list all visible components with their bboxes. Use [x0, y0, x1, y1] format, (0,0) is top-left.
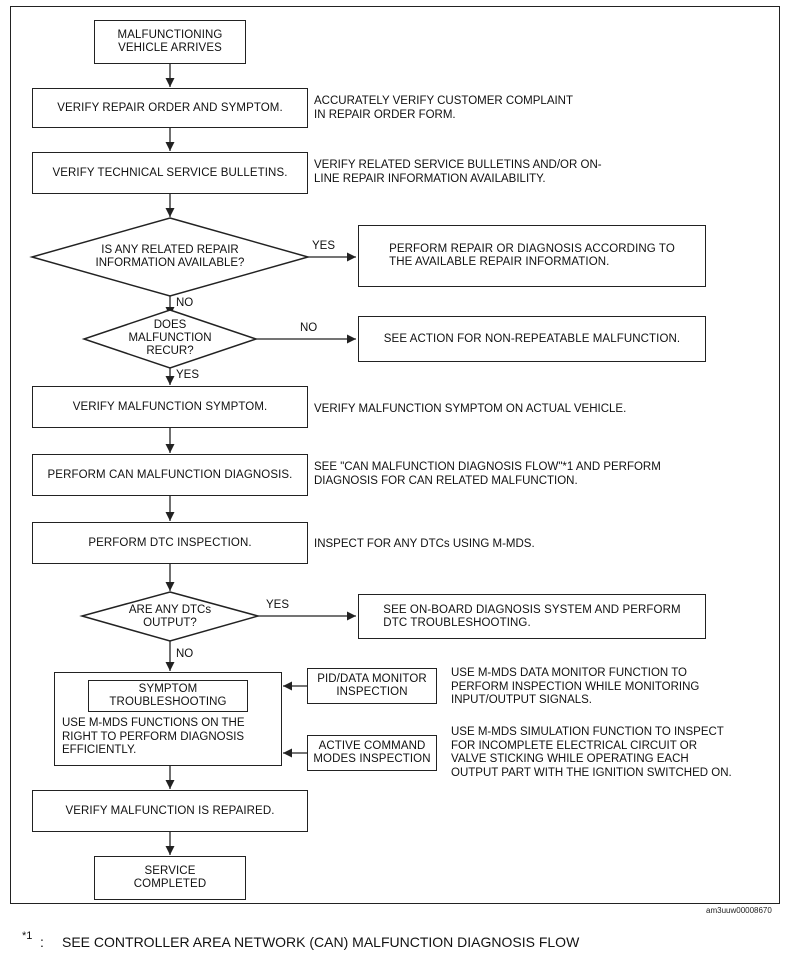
end-box: SERVICE COMPLETED: [94, 856, 246, 900]
footnote-mark: *1: [22, 930, 33, 942]
non-repeatable-label: SEE ACTION FOR NON-REPEATABLE MALFUNCTIO…: [383, 332, 681, 345]
decision-info-label: IS ANY RELATED REPAIR INFORMATION AVAILA…: [95, 244, 245, 269]
decision-dtc-yes-label: YES: [266, 599, 290, 611]
perform-repair-box: PERFORM REPAIR OR DIAGNOSIS ACCORDING TO…: [358, 225, 706, 287]
decision-dtc-no-label: NO: [176, 648, 194, 660]
verify-symptom-note: VERIFY MALFUNCTION SYMPTOM ON ACTUAL VEH…: [314, 403, 627, 415]
verify-tsb-box: VERIFY TECHNICAL SERVICE BULLETINS.: [32, 152, 308, 194]
dtc-inspection-note: INSPECT FOR ANY DTCs USING M-MDS.: [314, 538, 535, 550]
symptom-troubleshooting-box: SYMPTOM TROUBLESHOOTING: [88, 680, 248, 712]
decision-recur-no-label: NO: [300, 322, 318, 334]
footnote-text: SEE CONTROLLER AREA NETWORK (CAN) MALFUN…: [62, 934, 580, 950]
verify-tsb-note: VERIFY RELATED SERVICE BULLETINS AND/OR …: [314, 159, 602, 185]
diagram-frame: [10, 6, 780, 904]
verify-repaired-box: VERIFY MALFUNCTION IS REPAIRED.: [32, 790, 308, 832]
decision-recur-yes-label: YES: [176, 369, 200, 381]
symptom-troubleshooting-label: SYMPTOM TROUBLESHOOTING: [109, 683, 227, 708]
decision-recur-diamond: [81, 309, 259, 369]
dtc-inspection-box: PERFORM DTC INSPECTION.: [32, 522, 308, 564]
can-diag-note: SEE "CAN MALFUNCTION DIAGNOSIS FLOW"*1 A…: [314, 461, 661, 487]
start-label: MALFUNCTIONING VEHICLE ARRIVES: [117, 29, 223, 54]
pid-inspection-label: PID/DATA MONITOR INSPECTION: [317, 673, 427, 698]
non-repeatable-box: SEE ACTION FOR NON-REPEATABLE MALFUNCTIO…: [358, 316, 706, 362]
verify-repaired-label: VERIFY MALFUNCTION IS REPAIRED.: [65, 804, 275, 817]
footnote-colon: :: [40, 934, 44, 950]
verify-symptom-label: VERIFY MALFUNCTION SYMPTOM.: [72, 400, 268, 413]
image-code: am3uuw00008670: [706, 906, 772, 915]
onboard-label: SEE ON-BOARD DIAGNOSIS SYSTEM AND PERFOR…: [383, 603, 681, 629]
verify-repair-note: ACCURATELY VERIFY CUSTOMER COMPLAINT IN …: [314, 95, 574, 121]
perform-repair-label: PERFORM REPAIR OR DIAGNOSIS ACCORDING TO…: [389, 243, 675, 268]
decision-info-diamond: [29, 217, 311, 297]
dtc-inspection-label: PERFORM DTC INSPECTION.: [88, 536, 252, 549]
pid-inspection-box: PID/DATA MONITOR INSPECTION: [307, 668, 437, 704]
symptom-troubleshooting-desc: USE M-MDS FUNCTIONS ON THE RIGHT TO PERF…: [62, 717, 245, 756]
pid-inspection-note: USE M-MDS DATA MONITOR FUNCTION TO PERFO…: [451, 667, 700, 706]
verify-repair-box: VERIFY REPAIR ORDER AND SYMPTOM.: [32, 88, 308, 128]
verify-repair-label: VERIFY REPAIR ORDER AND SYMPTOM.: [57, 101, 283, 114]
verify-tsb-label: VERIFY TECHNICAL SERVICE BULLETINS.: [52, 166, 288, 179]
decision-dtc-diamond: [79, 591, 261, 642]
decision-dtc-label: ARE ANY DTCs OUTPUT?: [128, 604, 212, 629]
decision-info-yes-label: YES: [312, 240, 336, 252]
active-command-note: USE M-MDS SIMULATION FUNCTION TO INSPECT…: [451, 726, 732, 779]
active-command-box: ACTIVE COMMAND MODES INSPECTION: [307, 735, 437, 771]
decision-recur-label: DOES MALFUNCTION RECUR?: [128, 319, 212, 357]
can-diag-box: PERFORM CAN MALFUNCTION DIAGNOSIS.: [32, 454, 308, 496]
active-command-label: ACTIVE COMMAND MODES INSPECTION: [313, 740, 431, 765]
verify-symptom-box: VERIFY MALFUNCTION SYMPTOM.: [32, 386, 308, 428]
can-diag-label: PERFORM CAN MALFUNCTION DIAGNOSIS.: [47, 468, 293, 481]
end-label: SERVICE COMPLETED: [133, 865, 207, 890]
onboard-box: SEE ON-BOARD DIAGNOSIS SYSTEM AND PERFOR…: [358, 594, 706, 639]
decision-info-no-label: NO: [176, 297, 194, 309]
start-box: MALFUNCTIONING VEHICLE ARRIVES: [94, 20, 246, 64]
